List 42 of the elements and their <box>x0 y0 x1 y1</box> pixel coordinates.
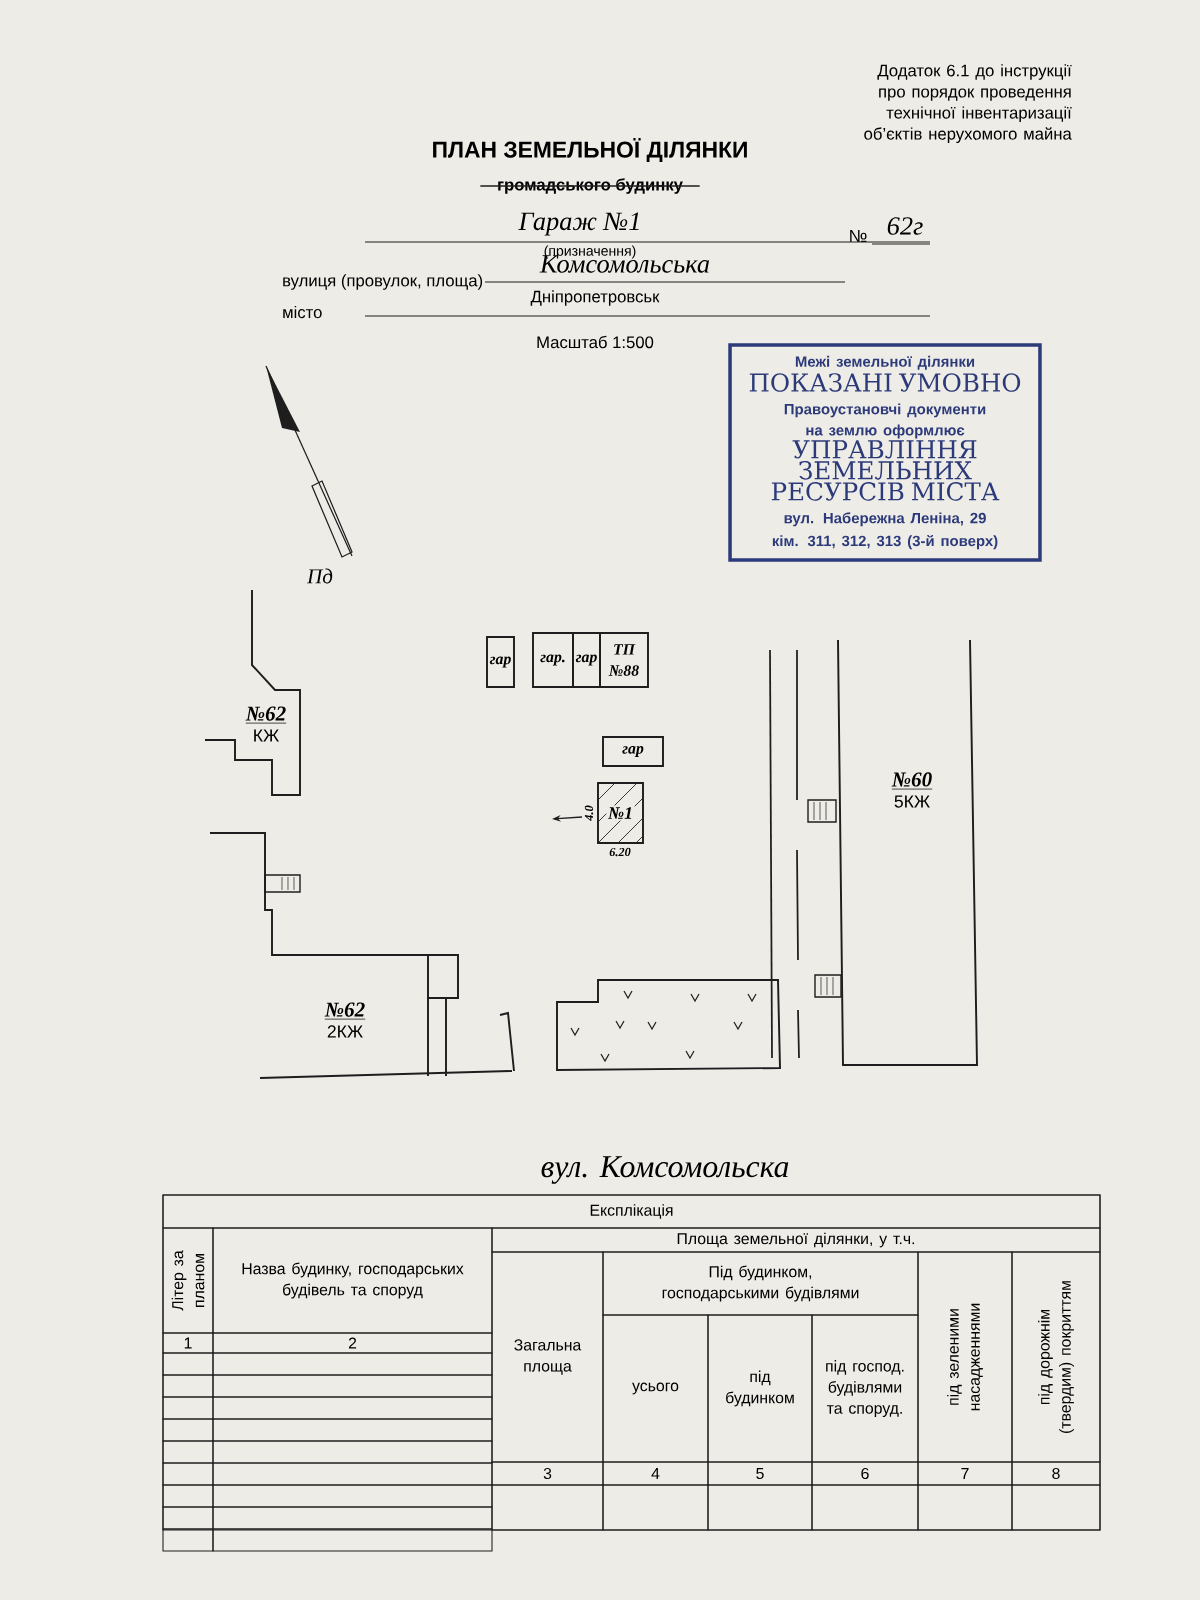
street-label: вул. Комсомольска <box>541 1156 789 1184</box>
table-cell: Літер за планом <box>162 1227 214 1334</box>
field-label: № <box>850 229 867 243</box>
table-cell: Площа земельної ділянки, у т.ч. <box>491 1227 1101 1253</box>
table-cell: Назва будинку, господарських будівель та споруд <box>212 1227 493 1334</box>
garage-box: ТП №88 <box>599 632 649 688</box>
table-cell: під господ. будівлями та споруд. <box>811 1314 919 1463</box>
scale-note: Масштаб 1:500 <box>537 335 654 349</box>
table-cell: Під будинком, господарськими будівлями <box>602 1251 919 1316</box>
handwritten-text: Гараж №1 <box>518 212 639 236</box>
table-cell: 8 <box>1011 1461 1101 1486</box>
direction-label: Пд <box>306 568 333 584</box>
table-cell: 3 <box>491 1461 604 1486</box>
stamp-box: Межі земельної ділянки ПОКАЗАНІ УМОВНО Правоустановчі документи на землю оформлює УПРАВЛІННЯ ЗЕМЕЛЬНИХ РЕСУРСІВ МІСТА вул. Набережна Леніна, 29 кім. 311, 312, 313 (3-й поверх) <box>728 343 1042 562</box>
table-cell: під будинком <box>707 1314 813 1463</box>
title: ПЛАН ЗЕМЕЛЬНОЇ ДІЛЯНКИ <box>433 138 747 163</box>
table-cell: 1 <box>162 1332 214 1354</box>
garage-box: гар <box>486 636 515 688</box>
building-outline: №62 КЖ <box>204 589 301 796</box>
table-cell: під дорожнім (твердим) покриттям <box>1011 1251 1101 1463</box>
table-cell: 4 <box>602 1461 709 1486</box>
table-cell: Загальна площа <box>491 1251 604 1463</box>
dimension-text: 6.20 <box>609 847 631 857</box>
field-label: вулиця (провулок, площа) <box>283 274 483 290</box>
building-outline: №60 5КЖ <box>837 639 978 1066</box>
garage-box: гар <box>572 632 601 688</box>
table-cell: Експлікація <box>162 1194 1101 1229</box>
table-cell: 5 <box>707 1461 813 1486</box>
garage-box: гар. <box>532 632 574 688</box>
appendix-note: Додаток 6.1 до інструкції про порядок проведення технічної інвентаризації об’єктів нерухомого майна <box>864 64 1072 144</box>
hatched-garage: №1 <box>597 782 644 844</box>
building-outline: №62 2КЖ <box>209 832 515 1079</box>
table-cell: усього <box>602 1314 709 1463</box>
table-cell: 6 <box>811 1461 919 1486</box>
table-cell: 2 <box>212 1332 493 1354</box>
handwritten-text: 62г <box>887 217 923 235</box>
dimension-text: 4.0 <box>584 805 594 821</box>
garage-box: гар <box>602 736 664 767</box>
field-label: місто <box>283 305 322 319</box>
field-value: Дніпропетровськ <box>530 290 660 306</box>
table-cell: під зеленими насадженнями <box>917 1251 1013 1463</box>
table-cell: 7 <box>917 1461 1013 1486</box>
